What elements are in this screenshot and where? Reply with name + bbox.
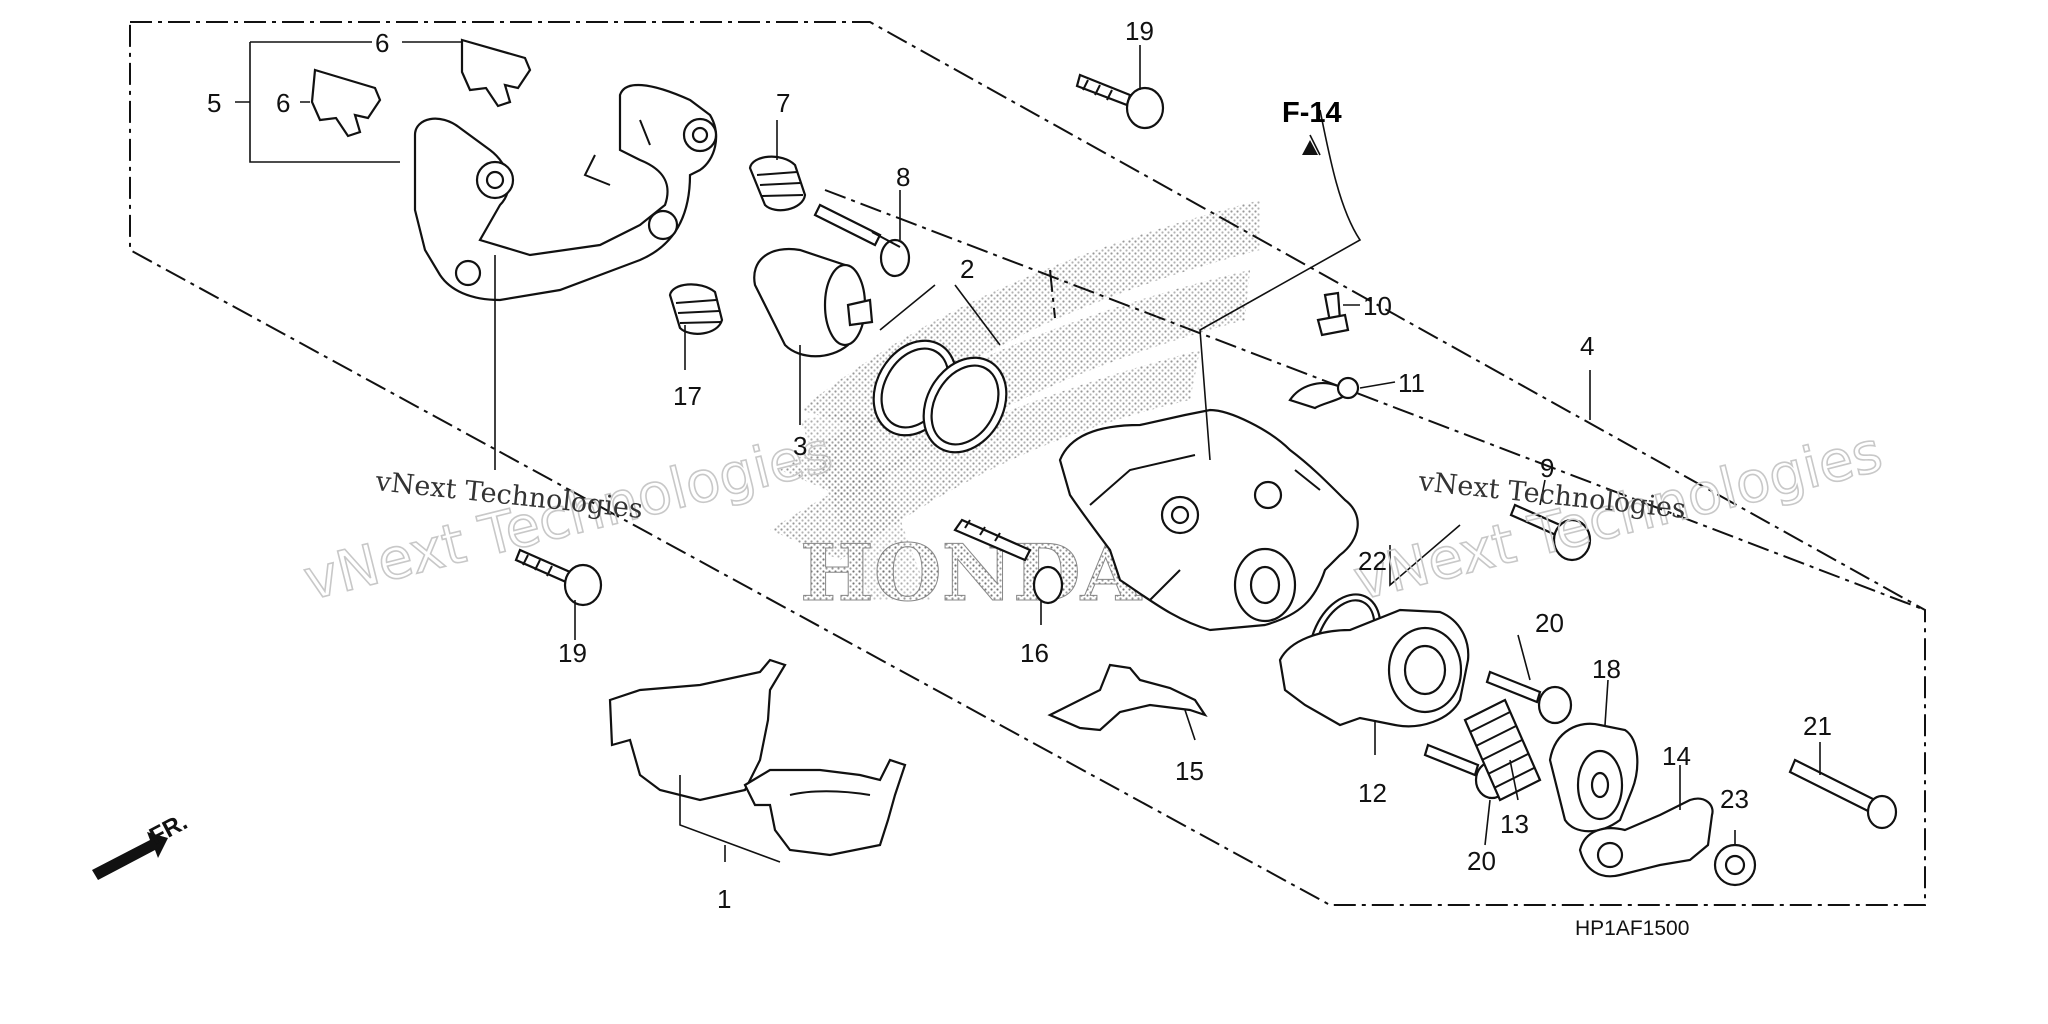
callout-19-upper: 19	[1125, 16, 1154, 46]
assembly-outline	[129, 21, 1926, 906]
callout-14: 14	[1662, 741, 1691, 771]
callout-3: 3	[793, 431, 807, 461]
callout-21: 21	[1803, 711, 1832, 741]
pad-clip-lower	[310, 68, 382, 138]
callout-5: 5	[207, 88, 221, 118]
caliper-bracket	[413, 83, 718, 302]
callout-20-upper: 20	[1535, 608, 1564, 638]
slide-pin	[813, 203, 911, 278]
bleed-valve	[1316, 291, 1350, 337]
callout-16: 16	[1020, 638, 1049, 668]
honda-logo-text: HONDA	[800, 528, 1143, 619]
callout-18: 18	[1592, 654, 1621, 684]
front-indicator: FR.	[92, 808, 192, 880]
flange-nut	[1713, 843, 1757, 887]
callout-numbers: 1 2 3 4 5 6 6 7 8 9 10 11 12 13 14 15 16…	[207, 16, 1832, 914]
pad-clip-upper	[460, 38, 532, 108]
callout-12: 12	[1358, 778, 1387, 808]
piston-seals	[872, 339, 1008, 454]
callout-1: 1	[717, 884, 731, 914]
caliper-bolt	[1509, 503, 1592, 562]
long-bolt	[1788, 758, 1898, 830]
callout-23: 23	[1720, 784, 1749, 814]
slide-pin-boot-lower	[668, 283, 724, 335]
callout-2: 2	[960, 254, 974, 284]
caliper-body	[1058, 408, 1359, 632]
housing-cap	[1548, 722, 1639, 833]
reference-arrow	[1302, 140, 1318, 155]
callout-8: 8	[896, 162, 910, 192]
callout-20-lower: 20	[1467, 846, 1496, 876]
callout-11: 11	[1398, 368, 1425, 398]
callout-15: 15	[1175, 756, 1204, 786]
pad-spring	[1047, 663, 1208, 732]
callout-9: 9	[1540, 453, 1554, 483]
reference-label: F-14	[1282, 97, 1342, 129]
callout-4: 4	[1580, 331, 1594, 361]
caliper-pin-bolt	[953, 518, 1064, 605]
callout-6-lower: 6	[276, 88, 290, 118]
slide-pin-boot-upper	[748, 155, 807, 212]
link-plate	[1578, 797, 1714, 878]
callout-10: 10	[1363, 291, 1392, 321]
callout-17: 17	[673, 381, 702, 411]
callout-22: 22	[1358, 546, 1387, 576]
callout-13: 13	[1500, 809, 1529, 839]
bleed-valve-cap	[1288, 376, 1360, 410]
bracket-bolt-lower	[514, 548, 603, 607]
bracket-bolt-upper	[1075, 73, 1165, 130]
leader-lines	[235, 41, 1821, 863]
brake-pad-rear	[608, 658, 787, 802]
caliper-sub-housing	[1278, 608, 1470, 728]
return-spring	[1463, 698, 1542, 802]
callout-19-lower: 19	[558, 638, 587, 668]
housing-bolt-upper	[1485, 670, 1573, 725]
brake-pad-front	[743, 758, 907, 857]
piston	[753, 247, 874, 358]
callout-7: 7	[776, 88, 790, 118]
diagram-code: HP1AF1500	[1575, 917, 1689, 940]
callout-6-upper: 6	[375, 28, 389, 58]
